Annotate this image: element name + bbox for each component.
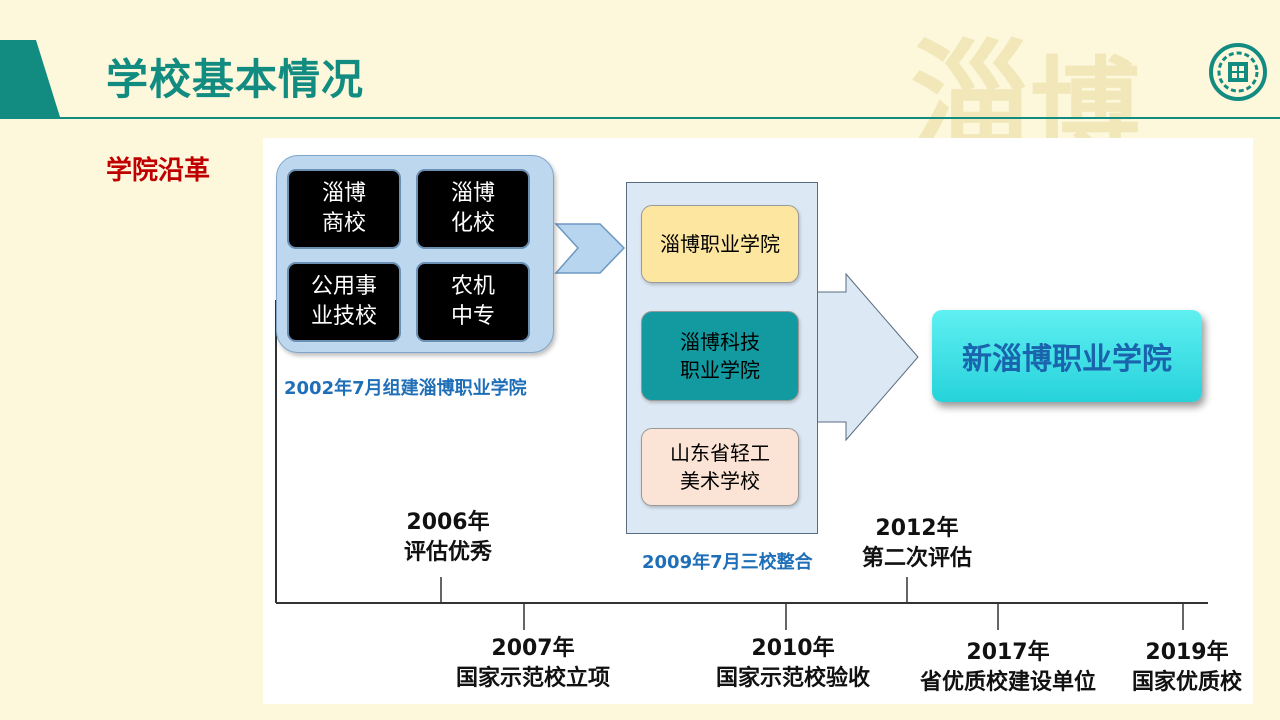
timeline-event: 2012年 第二次评估 [862, 514, 972, 574]
merged-school: 淄博科技 职业学院 [641, 311, 799, 401]
timeline-desc: 第二次评估 [861, 546, 973, 571]
timeline-event: 2006年 评估优秀 [404, 508, 492, 568]
section-label: 学院沿革 [106, 156, 211, 186]
timeline-year: 2007年 [491, 636, 575, 661]
result-arrow [816, 272, 919, 442]
origin-school: 农机 中专 [416, 262, 530, 342]
timeline-event: 2010年 国家示范校验收 [716, 634, 870, 694]
origin-school: 淄博 商校 [287, 169, 401, 249]
page-title: 学校基本情况 [106, 55, 365, 104]
origin-caption: 2002年7月组建淄博职业学院 [284, 378, 527, 399]
merge-chevron-arrow [554, 223, 626, 274]
timeline-desc: 省优质校建设单位 [919, 670, 1097, 695]
timeline-year: 2006年 [406, 510, 490, 535]
merged-school: 山东省轻工 美术学校 [641, 428, 799, 506]
header-divider [0, 117, 1280, 119]
origin-school: 公用事 业技校 [287, 262, 401, 342]
timeline-event: 2019年 国家优质校 [1132, 638, 1242, 698]
header-bar [0, 40, 60, 117]
merged-school: 淄博职业学院 [641, 205, 799, 283]
timeline-event: 2007年 国家示范校立项 [456, 634, 610, 694]
timeline-year: 2019年 [1145, 640, 1229, 665]
timeline-year: 2017年 [966, 640, 1050, 665]
origin-school: 淄博 化校 [416, 169, 530, 249]
result-school: 新淄博职业学院 [932, 310, 1202, 402]
timeline-desc: 国家优质校 [1131, 670, 1243, 695]
timeline-desc: 评估优秀 [403, 540, 493, 565]
merge-caption: 2009年7月三校整合 [642, 552, 813, 573]
school-logo-icon [1209, 43, 1267, 101]
timeline-year: 2012年 [875, 516, 959, 541]
timeline-desc: 国家示范校验收 [715, 666, 871, 691]
timeline-desc: 国家示范校立项 [455, 666, 611, 691]
timeline-event: 2017年 省优质校建设单位 [920, 638, 1096, 698]
timeline-year: 2010年 [751, 636, 835, 661]
